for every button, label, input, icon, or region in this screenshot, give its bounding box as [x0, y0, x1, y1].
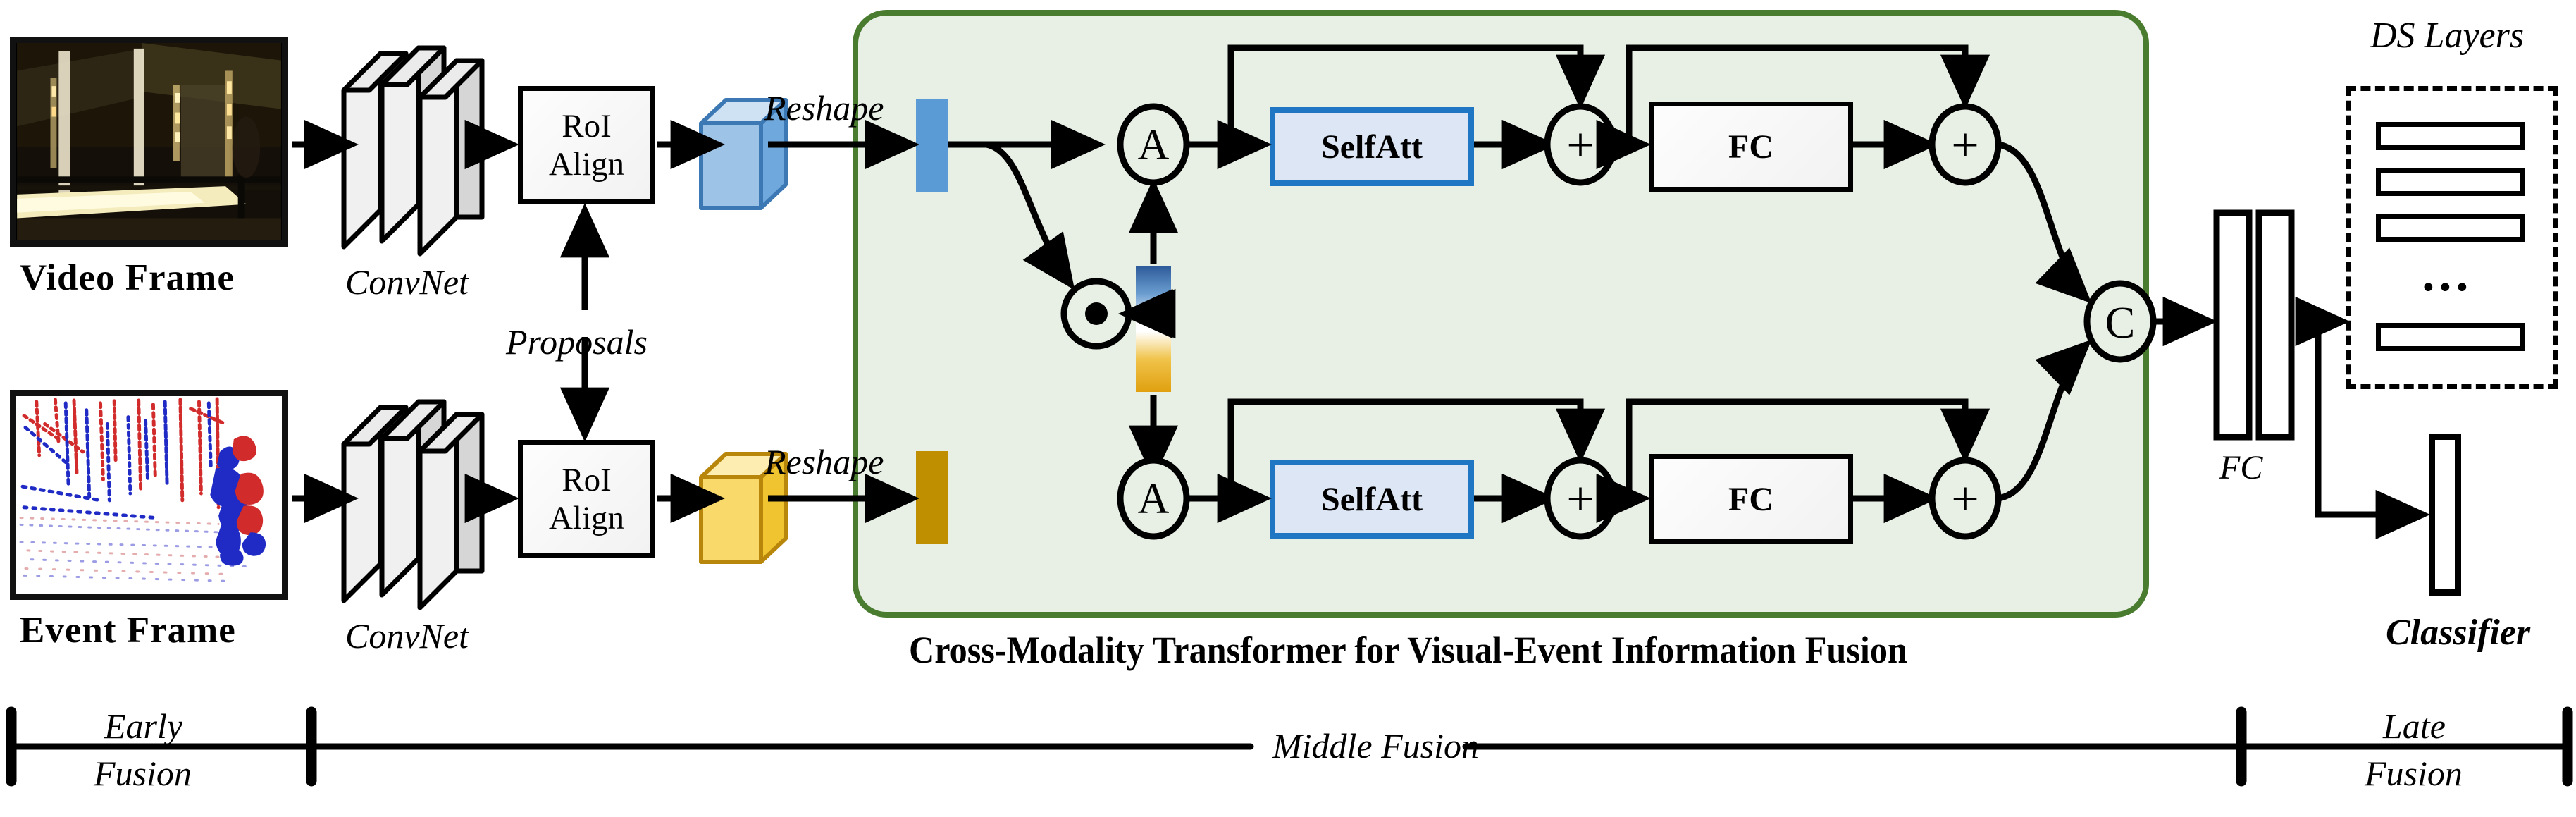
- video-frame-render: [17, 43, 281, 240]
- ds-layer-item: [2376, 168, 2525, 196]
- classifier-bar: [2429, 434, 2461, 596]
- proposals-label: Proposals: [506, 322, 648, 362]
- convnet-video-label: ConvNet: [345, 262, 469, 302]
- reshape-event-label: Reshape: [764, 442, 884, 481]
- fusion-stage-late-line1: Late: [2383, 706, 2446, 746]
- convnet-event-svg: [341, 399, 485, 610]
- roi-align-video-line1: RoI: [562, 108, 612, 145]
- fusion-stage-middle-line1: Middle Fusion: [1272, 726, 1480, 766]
- event-frame-image: [10, 390, 288, 600]
- visual-token-bar: [916, 99, 948, 192]
- selfatt-event-label: SelfAtt: [1321, 480, 1423, 518]
- figure-caption: Cross-Modality Transformer for Visual-Ev…: [909, 629, 1907, 671]
- fc-event-label: FC: [1728, 480, 1773, 518]
- fusion-stage-late-line2: Fusion: [2365, 754, 2463, 793]
- event-frame-label: Event Frame: [20, 610, 236, 651]
- fc-visual-label: FC: [1728, 128, 1773, 166]
- roi-align-video[interactable]: RoI Align: [518, 86, 655, 204]
- ds-layers-ellipsis: ...: [2424, 245, 2475, 302]
- ds-layers-label: DS Layers: [2370, 16, 2525, 56]
- fusion-stage-early-line1: Early: [104, 706, 183, 746]
- cross-modality-affinity-bar: [1136, 266, 1171, 392]
- ds-layer-item: [2376, 214, 2525, 242]
- ds-layers-box: [2346, 86, 2558, 389]
- convnet-event-label: ConvNet: [345, 616, 469, 656]
- fc-block-visual[interactable]: FC: [1649, 102, 1853, 192]
- selfatt-block-visual[interactable]: SelfAtt: [1270, 107, 1474, 186]
- roi-align-event-line1: RoI: [562, 462, 612, 498]
- reshape-video-label: Reshape: [764, 88, 884, 128]
- fusion-stage-early-line2: Fusion: [94, 754, 192, 793]
- convnet-video-svg: [341, 45, 485, 257]
- ds-layer-item: [2376, 122, 2525, 150]
- selfatt-visual-label: SelfAtt: [1321, 128, 1423, 166]
- selfatt-block-event[interactable]: SelfAtt: [1270, 460, 1474, 539]
- head-fc-label: FC: [2219, 449, 2263, 486]
- head-fc-svg: [2213, 209, 2295, 441]
- event-frame-render: [17, 396, 281, 594]
- fusion-axis: [6, 706, 2573, 787]
- roi-align-event[interactable]: RoI Align: [518, 440, 655, 558]
- cross-modality-transformer-panel: [853, 10, 2149, 618]
- roi-align-video-line2: Align: [548, 146, 625, 183]
- roi-align-event-line2: Align: [548, 500, 625, 536]
- event-cube-svg: [699, 452, 788, 564]
- video-frame-label: Video Frame: [20, 257, 235, 298]
- video-frame-image: [10, 37, 288, 247]
- classifier-label: Classifier: [2386, 613, 2531, 653]
- ds-layer-item: [2376, 323, 2525, 351]
- event-token-bar: [916, 451, 948, 544]
- fc-block-event[interactable]: FC: [1649, 454, 1853, 544]
